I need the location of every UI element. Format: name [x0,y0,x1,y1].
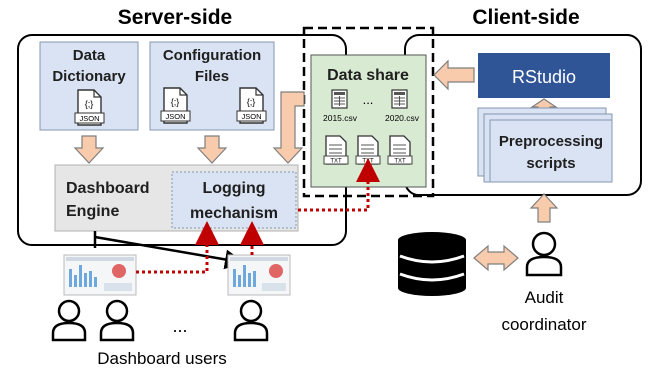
arrow-rstudio-to-datashare [433,59,475,91]
csv-file-2015: 2015.csv [323,113,358,123]
dashboard-thumbnail [227,254,291,296]
dashboard-engine-line-2: Engine [66,203,119,220]
arrow-config-to-engine [196,135,228,164]
csv-ellipsis: ... [363,92,374,107]
data-share-dashed-border [302,26,435,198]
data-dictionary-title-1: Data [73,47,106,64]
json-file-label: JSON [165,112,185,121]
json-file-label: JSON [79,114,99,123]
client-side-title: Client-side [472,6,579,29]
data-share-title: Data share [327,67,409,84]
arrow-datashare-to-engine [272,91,305,164]
json-file-icon: {;} JSON [236,87,267,124]
configuration-files-box: Configuration Files {;} JSON {;} JSON [149,41,275,131]
txt-file-label: TXT [330,159,342,165]
users-ellipsis: ... [172,316,187,336]
data-share-box: Data share ... 2015.csv 2020.csv TXT [310,54,427,188]
database-icon [398,232,466,296]
rstudio-box: RStudio [478,53,610,98]
txt-file-icon: TXT [323,135,349,165]
arrow-coordinator-to-preprocessing [529,193,559,223]
arrow-database-coordinator [473,244,519,272]
engine-to-dashboard-arrow [94,235,245,270]
dashboard-users-label: Dashboard users [97,349,226,368]
log-dotted-line-left [136,221,219,274]
arrow-dictionary-to-engine [73,135,105,164]
rstudio-label: RStudio [512,67,576,87]
preprocessing-line-2: scripts [526,155,575,172]
dashboard-user-icon [233,299,269,342]
audit-coordinator-user-icon [525,231,563,277]
csv-file-2020: 2020.csv [385,113,420,123]
svg-text:{;}: {;} [171,97,180,107]
audit-coordinator-line-2: coordinator [501,315,586,334]
data-dictionary-box: Data Dictionary {;} JSON [39,41,139,131]
json-file-icon: {;} JSON [160,87,191,124]
json-file-label: JSON [241,112,261,121]
txt-file-label: TXT [362,159,374,165]
dashboard-user-icon [99,299,135,342]
logging-mechanism-line-2: mechanism [190,205,278,222]
server-side-title: Server-side [118,6,232,29]
txt-file-icon: TXT [355,135,381,165]
configuration-files-title-1: Configuration [163,47,261,64]
audit-coordinator-line-1: Audit [525,288,564,307]
spreadsheet-icon [331,89,348,109]
dashboard-thumbnail [63,254,137,296]
txt-file-label: TXT [394,159,406,165]
svg-text:{;}: {;} [247,97,256,107]
dashboard-engine-line-1: Dashboard [66,180,150,197]
preprocessing-scripts-box: Preprocessing scripts [477,107,613,183]
dashboard-user-icon [51,299,87,342]
logging-mechanism-line-1: Logging [202,180,265,197]
log-dotted-line-datashare [298,158,380,212]
logging-mechanism-box: Logging mechanism [171,171,297,229]
data-dictionary-title-2: Dictionary [52,68,126,85]
txt-file-icon: TXT [387,135,413,165]
configuration-files-title-2: Files [195,68,229,85]
svg-text:{;}: {;} [85,99,94,109]
json-file-icon: {;} JSON [74,89,105,126]
spreadsheet-icon [391,89,408,109]
preprocessing-line-1: Preprocessing [499,133,603,150]
